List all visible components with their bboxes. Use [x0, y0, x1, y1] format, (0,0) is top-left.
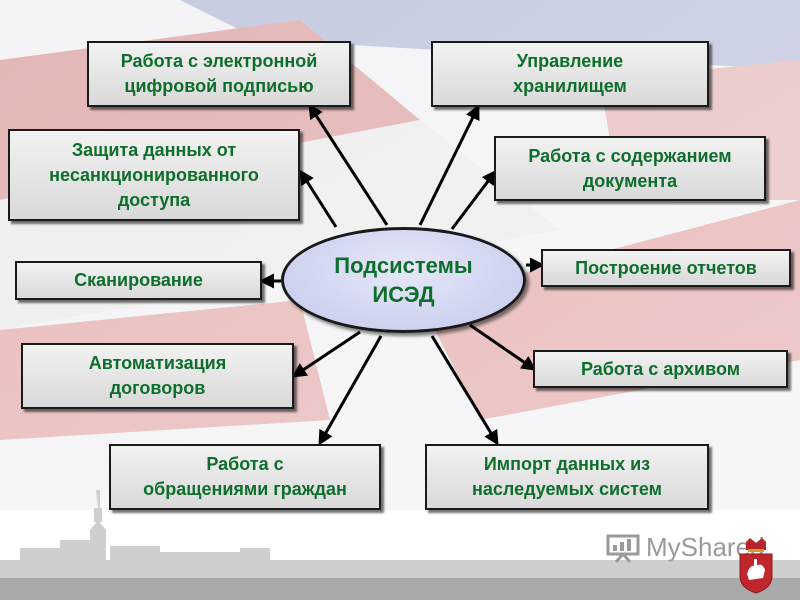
node-data-protection: Защита данных от несанкционированного дост… [8, 129, 300, 221]
node-line: Работа с электронной [120, 51, 318, 71]
node-line: хранилищем [513, 76, 627, 96]
center-line-2: ИСЭД [372, 282, 435, 307]
node-line: Построение отчетов [575, 257, 757, 278]
node-archive: Работа с архивом [533, 350, 788, 388]
node-digital-signature: Работа с электронной цифровой подписью [87, 41, 351, 107]
arrow-to-contracts [291, 330, 361, 378]
arrow-to-document-content [450, 169, 497, 230]
arrow-to-archive [469, 323, 537, 371]
node-line: Автоматизация [88, 353, 227, 373]
node-line: Работа с архивом [580, 358, 741, 379]
arrow-to-storage [418, 104, 480, 226]
node-line: несанкционированного [49, 164, 259, 185]
node-line: Сканирование [74, 270, 203, 290]
node-citizen-requests: Работа с обращениями граждан [109, 444, 381, 510]
node-line: цифровой подписью [124, 76, 314, 96]
node-line: Работа с содержанием [528, 145, 732, 166]
node-line: документа [582, 170, 678, 191]
node-storage: Управление хранилищем [431, 41, 709, 107]
presentation-icon [606, 534, 640, 563]
coat-of-arms-icon [739, 538, 773, 594]
arrow-to-legacy-import [430, 335, 499, 446]
node-reports: Построение отчетов [541, 249, 791, 287]
arrow-to-data-protection [299, 169, 338, 228]
node-scanning: Сканирование [15, 261, 262, 300]
arrow-to-citizen-requests [318, 335, 383, 446]
center-line-1: Подсистемы [334, 253, 473, 278]
node-line: наследуемых систем [472, 479, 662, 499]
node-line: договоров [109, 378, 206, 398]
node-line: Импорт данных из [483, 454, 651, 474]
node-line: Защита данных от [71, 139, 237, 160]
node-document-content: Работа с содержанием документа [494, 136, 766, 201]
node-line: Управление [516, 51, 624, 71]
arrow-to-digital-signature [308, 103, 389, 226]
node-contracts: Автоматизация договоров [21, 343, 294, 409]
node-line: доступа [117, 189, 191, 210]
node-legacy-import: Импорт данных из наследуемых систем [425, 444, 709, 510]
node-line: обращениями граждан [143, 479, 347, 499]
center-node-subsystems: Подсистемы ИСЭД [281, 227, 526, 333]
node-line: Работа с [206, 454, 284, 474]
